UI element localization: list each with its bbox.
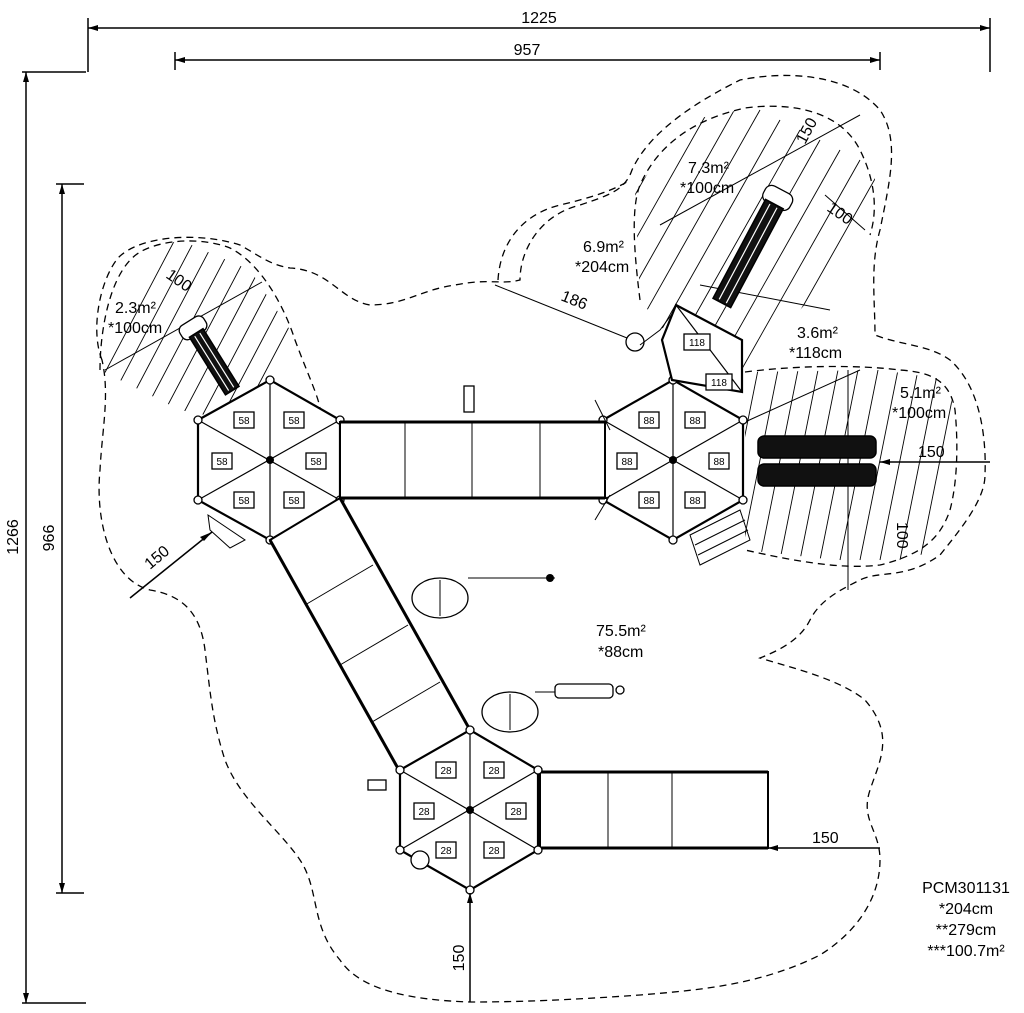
top-slide-height: *100cm: [680, 180, 734, 197]
tower-top-height: *204cm: [575, 259, 629, 276]
deck-left-label: 58: [288, 496, 300, 507]
dimension-overall-height: 1266: [5, 71, 86, 1004]
right-slide-area: 5.1m²: [900, 385, 942, 402]
deck-left-label: 58: [310, 457, 322, 468]
deck-bottom-label: 28: [440, 766, 452, 777]
overall-width-label: 1225: [521, 10, 557, 27]
deck-right-label: 88: [643, 416, 655, 427]
top-slide-zone: 7.3m² *100cm 150 100: [633, 100, 880, 380]
top-slide-clearance-100: 100: [824, 199, 856, 228]
right-deck-steps: [689, 509, 751, 566]
ramp-zone-area: 3.6m²: [797, 325, 839, 342]
clearance-bottom: 150: [451, 893, 473, 1002]
dimension-inner-height: 966: [41, 183, 84, 894]
tower-top-area: 6.9m²: [583, 239, 625, 256]
model-height-1: *204cm: [939, 901, 993, 918]
top-slide-area: 7.3m²: [688, 160, 730, 177]
model-height-2: **279cm: [936, 922, 996, 939]
model-area: ***100.7m²: [927, 943, 1005, 960]
svg-text:150: 150: [812, 830, 839, 847]
clearance-left: 150: [129, 531, 213, 599]
deck-left-label: 58: [238, 496, 250, 507]
bridge-diagonal: [268, 496, 472, 774]
deck-bottom-label: 28: [440, 846, 452, 857]
deck-bottom-label: 28: [488, 766, 500, 777]
left-slide-area: 2.3m²: [115, 300, 157, 317]
deck-bottom-label: 28: [488, 846, 500, 857]
clearance-right-bottom: 150: [768, 830, 880, 851]
deck-top-small: 118 118: [660, 303, 744, 394]
overall-height-label: 1266: [5, 519, 22, 555]
deck-left-label: 58: [238, 416, 250, 427]
left-deck-steps: [207, 513, 246, 549]
deck-top-label: 118: [711, 378, 727, 389]
main-zone-height: *88cm: [598, 644, 643, 661]
dimension-overall-width: 1225: [87, 10, 991, 72]
inner-height-label: 966: [41, 525, 58, 552]
deck-top-label: 118: [689, 338, 705, 349]
deck-right: 88 88 88 88 88 88: [598, 375, 748, 545]
ramp-zone-height: *118cm: [789, 345, 842, 362]
right-slide-zone: 150 100 5.1m² *100cm 3.6m² *118cm: [744, 325, 990, 590]
top-slide-clearance-150: 150: [794, 115, 822, 147]
svg-text:150: 150: [142, 543, 173, 573]
deck-bottom: 28 28 28 28 28 28: [395, 725, 543, 895]
model-info: PCM301131 *204cm **279cm ***100.7m²: [922, 880, 1010, 960]
model-code: PCM301131: [922, 880, 1010, 897]
deck-bottom-label: 28: [418, 807, 430, 818]
deck-bottom-label: 28: [510, 807, 522, 818]
bridge-top: [339, 385, 611, 521]
left-slide-zone: 2.3m² *100cm 100: [99, 240, 321, 420]
deck-left-label: 58: [288, 416, 300, 427]
left-slide-height: *100cm: [108, 320, 162, 337]
bridge-bottom: [539, 770, 769, 850]
tower-top-radius: 186: [559, 288, 590, 314]
main-zone-area: 75.5m²: [596, 623, 646, 640]
deck-right-label: 88: [713, 457, 725, 468]
safety-zone-outline: [96, 74, 986, 1003]
svg-text:150: 150: [451, 945, 468, 972]
deck-right-label: 88: [689, 416, 701, 427]
dimension-inner-width: 957: [174, 42, 881, 70]
right-slide-height: *100cm: [892, 405, 946, 422]
deck-right-label: 88: [643, 496, 655, 507]
inner-width-label: 957: [514, 42, 541, 59]
tire-swing-lower: [481, 683, 625, 733]
bottom-deck-handle: [367, 779, 387, 791]
bottom-deck-wheel: [410, 850, 430, 870]
deck-right-label: 88: [621, 457, 633, 468]
tire-swing-upper: [411, 574, 555, 619]
right-slide-clearance-100: 100: [893, 522, 910, 549]
right-slide-clearance-150: 150: [918, 444, 945, 461]
deck-right-label: 88: [689, 496, 701, 507]
deck-left-label: 58: [216, 457, 228, 468]
